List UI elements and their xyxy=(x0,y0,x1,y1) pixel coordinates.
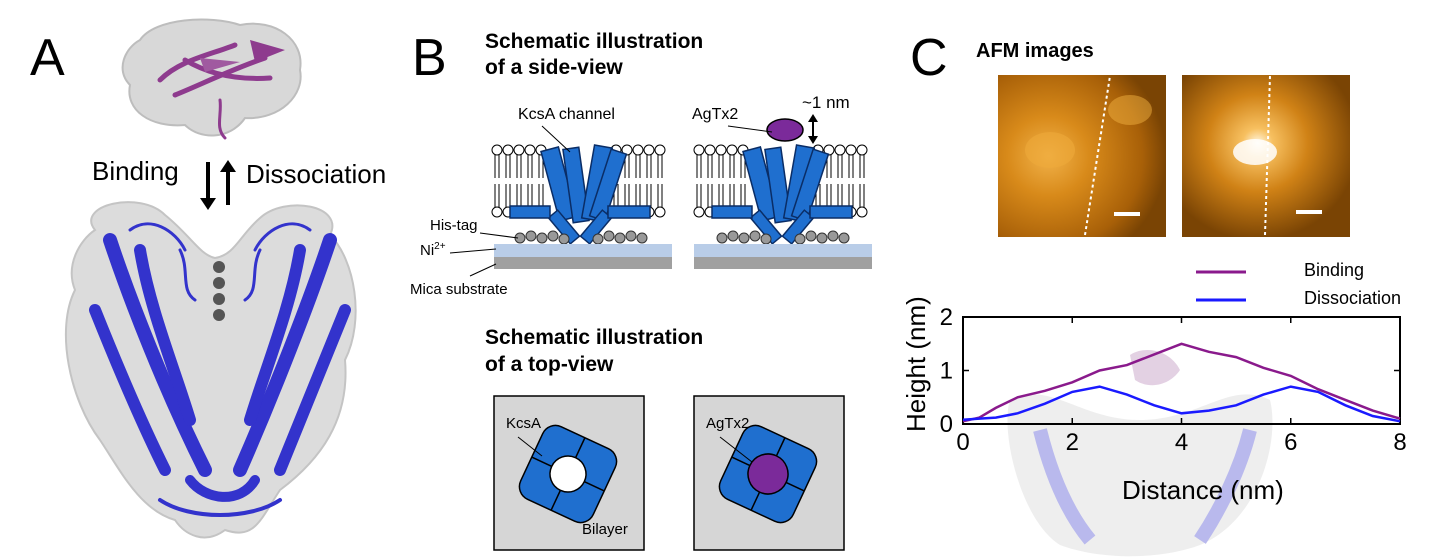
top-view-title-line2: of a top-view xyxy=(485,353,614,376)
channel-ribbon xyxy=(89,222,351,517)
kcsa-agtx2-structure xyxy=(64,18,357,539)
afm-image-binding xyxy=(1182,75,1350,237)
panel-c: C AFM images xyxy=(900,0,1440,560)
agtx2-blob xyxy=(766,118,804,142)
x-tick-label: 0 xyxy=(956,429,969,456)
top-view-kcsa-box xyxy=(493,395,645,551)
panel-b: B Schematic illustration of a side-view xyxy=(410,0,880,560)
y-tick-label: 2 xyxy=(940,304,953,331)
afm-and-chart: 0 2 4 6 8 0 1 2 xyxy=(940,75,1407,557)
panel-a: A xyxy=(0,0,410,560)
his-tag-label: His-tag xyxy=(430,217,478,234)
y-axis-label: Height (nm) xyxy=(901,296,931,432)
x-tick-label: 2 xyxy=(1066,429,1079,456)
x-tick-label: 6 xyxy=(1284,429,1297,456)
panel-label-c: C xyxy=(910,29,948,87)
y-tick-label: 1 xyxy=(940,358,953,385)
top-view-title-line1: Schematic illustration xyxy=(485,326,704,349)
kcsa-leader xyxy=(541,125,571,153)
scale-bar-1 xyxy=(1114,212,1140,216)
kcsa-channel-label: KcsA channel xyxy=(518,106,615,123)
panel-label-b: B xyxy=(412,29,447,87)
toxin-ribbon xyxy=(157,42,273,140)
ni-label: Ni2+ xyxy=(420,241,446,259)
series-line-binding xyxy=(962,342,1401,423)
kcsa-channel-left xyxy=(509,144,651,245)
top-view-agtx2-box xyxy=(693,395,845,551)
x-tick-label: 8 xyxy=(1393,429,1406,456)
dissociation-arrow xyxy=(220,160,236,205)
chart-legend xyxy=(1196,270,1246,302)
top-kcsa-label: KcsA xyxy=(506,415,542,432)
legend-dissociation-label: Dissociation xyxy=(1304,288,1402,308)
ni-leader xyxy=(449,248,497,254)
side-view-schematic xyxy=(449,114,872,551)
ni-layer-right xyxy=(694,244,872,257)
mica-right xyxy=(694,257,872,269)
x-axis-label: Distance (nm) xyxy=(1122,475,1284,505)
dissociation-label: Dissociation xyxy=(246,159,387,189)
series-line-dissociation xyxy=(962,385,1401,423)
top-agtx2-label: AgTx2 xyxy=(706,415,750,432)
distance-arrow xyxy=(808,114,818,144)
side-view-title-line2: of a side-view xyxy=(485,56,623,79)
mica-label: Mica substrate xyxy=(410,281,508,298)
background-structure xyxy=(1007,350,1273,557)
mica-left xyxy=(494,257,672,269)
potassium-ions xyxy=(213,261,225,321)
toxin-beta-arrow xyxy=(250,40,285,62)
y-tick-label: 0 xyxy=(940,411,953,438)
x-tick-label: 4 xyxy=(1175,429,1188,456)
his-tags-right xyxy=(716,230,850,245)
agtx2-leader xyxy=(727,125,773,133)
ni-layer-left xyxy=(494,244,672,257)
top-bilayer-label: Bilayer xyxy=(582,521,628,538)
kcsa-channel-right xyxy=(711,144,853,245)
height-profile-chart: 0 2 4 6 8 0 1 2 xyxy=(940,304,1407,456)
agtx2-label: AgTx2 xyxy=(692,106,739,123)
panel-label-a: A xyxy=(30,29,65,87)
his-tags-left xyxy=(514,230,648,245)
legend-binding-label: Binding xyxy=(1304,260,1365,280)
afm-image-dissociation xyxy=(998,75,1166,237)
binding-arrow xyxy=(200,162,216,210)
distance-label: ~1 nm xyxy=(802,93,850,112)
mica-leader xyxy=(469,263,497,277)
afm-title: AFM images xyxy=(976,40,1094,62)
scale-bar-2 xyxy=(1296,210,1322,214)
side-view-title-line1: Schematic illustration xyxy=(485,30,704,53)
histag-leader xyxy=(479,232,519,239)
binding-label: Binding xyxy=(92,156,179,186)
